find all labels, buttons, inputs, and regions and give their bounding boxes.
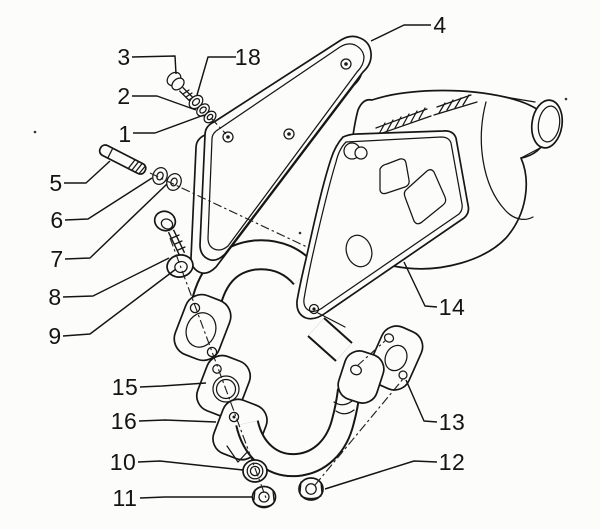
leader-line-8	[62, 257, 170, 298]
header-pipe-elbow	[188, 239, 317, 317]
leader-line-5	[64, 160, 111, 184]
tail-cap-inner	[537, 105, 561, 143]
leader-line-18	[196, 56, 236, 96]
flange-washer	[242, 459, 268, 483]
cone-lower-edge	[520, 147, 541, 159]
cover-plate-inner-border	[207, 43, 365, 251]
leader-line-1	[133, 114, 205, 134]
mount-pin	[98, 144, 147, 175]
bushing-washer-a	[152, 166, 168, 186]
scan-speck	[33, 130, 37, 134]
leader-line-13	[405, 379, 438, 423]
part-label-3: 3	[117, 44, 130, 70]
leader-line-4	[370, 24, 431, 42]
pipe-clamp-rings	[333, 400, 355, 415]
axis-cover-screw	[210, 117, 227, 135]
leader-line-16	[138, 419, 217, 423]
scan-speck	[564, 97, 568, 101]
part-label-10: 10	[110, 449, 137, 475]
support-bracket	[296, 130, 470, 328]
axis-inlet-stud	[314, 378, 404, 486]
part-label-16: 16	[111, 408, 138, 434]
bracket-cutout-rhombus	[403, 169, 447, 225]
cover-plate	[199, 35, 372, 262]
leader-line-2	[132, 95, 197, 111]
leader-line-3	[131, 55, 177, 75]
part-label-11: 11	[113, 485, 138, 511]
hex-nut-lower	[251, 485, 277, 509]
hex-nut-inlet	[298, 477, 324, 501]
part-label-7: 7	[50, 246, 63, 272]
cover-plate-holes	[222, 58, 352, 143]
part-label-6: 6	[50, 207, 63, 233]
leader-line-6	[64, 177, 153, 221]
cover-screw	[166, 71, 196, 103]
part-label-4: 4	[433, 12, 446, 38]
leader-line-10	[137, 460, 244, 471]
muffler-inlet-stub	[307, 317, 353, 362]
axis-inlet-stud-2	[356, 339, 387, 367]
part-label-13: 13	[439, 409, 466, 435]
leader-line-11	[139, 496, 252, 499]
lower-pipe	[235, 388, 361, 478]
part-label-15: 15	[112, 374, 139, 400]
bracket-mount-hole	[308, 303, 320, 315]
part-label-12: 12	[439, 449, 466, 475]
bracket-cutout-square	[379, 158, 410, 195]
spring-washer	[188, 94, 204, 110]
body-seam-curve	[480, 101, 534, 220]
part-label-5: 5	[49, 170, 62, 196]
cone-upper-edge	[504, 96, 536, 103]
assembly-axes	[149, 117, 404, 499]
part-label-8: 8	[48, 284, 61, 310]
leader-line-15	[139, 382, 207, 388]
part-label-9: 9	[48, 323, 61, 349]
part-label-18: 18	[235, 44, 262, 70]
scan-speck	[298, 231, 302, 235]
axis-mount-pin	[149, 172, 308, 248]
socket-screw	[153, 210, 186, 256]
leader-line-7	[64, 183, 168, 260]
part-label-2: 2	[117, 83, 130, 109]
scan-artifacts	[33, 97, 568, 235]
axis-port-studs	[169, 237, 267, 499]
part-label-1: 1	[118, 121, 131, 147]
part-label-14: 14	[439, 294, 466, 320]
bracket-cutout-oval	[345, 234, 373, 268]
bracket-inner-border	[303, 136, 463, 313]
leader-line-14	[403, 261, 438, 308]
leader-line-9	[62, 268, 177, 337]
leader-line-12	[324, 460, 438, 490]
